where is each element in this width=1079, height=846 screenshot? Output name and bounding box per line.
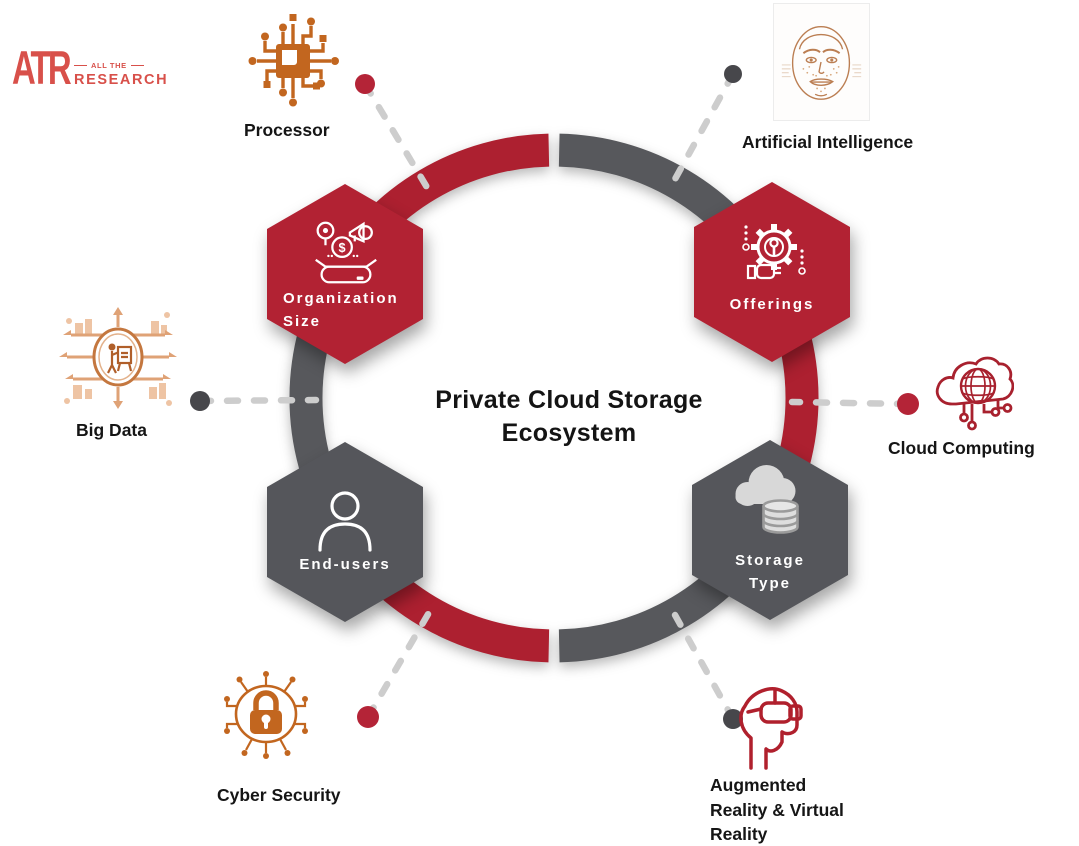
hexagon-end-users: End-users bbox=[267, 442, 423, 622]
diagram-title-line2: Ecosystem bbox=[501, 419, 637, 447]
processor-chip-icon bbox=[248, 14, 339, 107]
gear-wrench-hand-icon bbox=[742, 224, 806, 280]
hexagon-organization-size-shape: $ Organization Size bbox=[267, 184, 423, 364]
hexagon-offerings: Offerings bbox=[694, 182, 850, 362]
hexagon-organization-size: $ Organization Size bbox=[267, 184, 423, 364]
logo-dash-left bbox=[74, 65, 87, 66]
connector-lines bbox=[196, 70, 912, 723]
cloud-database-icon bbox=[735, 465, 799, 534]
logo-tagline-bottom: RESEARCH bbox=[74, 72, 169, 88]
connector-dots bbox=[190, 65, 919, 729]
cyber-security-dot bbox=[357, 706, 379, 728]
hexagon-organization-size-label: Organization Size bbox=[283, 290, 399, 330]
hexagon-storage-type-label: Storage Type bbox=[735, 552, 805, 592]
cloud-computing-dot bbox=[897, 393, 919, 415]
artificial-intelligence-dot bbox=[724, 65, 742, 83]
ar-vr-headset-icon bbox=[739, 687, 803, 770]
commerce-package-icon: $ bbox=[315, 221, 377, 284]
connector-artificial-intelligence bbox=[665, 70, 737, 194]
big-data-dot bbox=[190, 391, 210, 411]
artificial-intelligence-label: Artificial Intelligence bbox=[742, 132, 914, 152]
connector-big-data bbox=[196, 396, 320, 405]
hexagon-offerings-shape: Offerings bbox=[694, 182, 850, 362]
ar-vr-dot bbox=[723, 709, 743, 729]
big-data-icon bbox=[59, 307, 177, 409]
hexagon-end-users-label: End-users bbox=[299, 556, 391, 573]
big-data-label: Big Data bbox=[76, 420, 147, 440]
svg-text:$: $ bbox=[339, 241, 346, 255]
connector-cloud-computing bbox=[788, 398, 912, 408]
ar-vr-label: Augmented Reality & Virtual Reality bbox=[710, 775, 844, 844]
connector-cyber-security bbox=[364, 600, 438, 721]
diagram-title: Private Cloud Storage Ecosystem bbox=[394, 384, 744, 450]
hexagon-storage-type-shape: Storage Type bbox=[692, 440, 848, 620]
connector-processor bbox=[361, 80, 435, 198]
logo-wordmark: ALL THE RESEARCH bbox=[74, 61, 168, 88]
logo-monogram: ATR bbox=[12, 41, 72, 94]
processor-label: Processor bbox=[244, 120, 330, 140]
hexagon-storage-type: Storage Type bbox=[692, 440, 848, 620]
logo-dash-right bbox=[130, 65, 144, 66]
hexagon-end-users-shape: End-users bbox=[267, 442, 423, 622]
hexagon-offerings-label: Offerings bbox=[729, 296, 815, 313]
user-icon bbox=[318, 491, 372, 552]
ai-face-icon bbox=[773, 3, 870, 121]
diagram-title-line1: Private Cloud Storage bbox=[435, 386, 703, 414]
cyber-security-label: Cyber Security bbox=[217, 785, 341, 805]
cloud-computing-label: Cloud Computing bbox=[888, 438, 1035, 458]
allthe-research-logo: ATR ALL THE RESEARCH bbox=[12, 44, 182, 110]
connector-ar-vr bbox=[666, 602, 737, 723]
processor-dot bbox=[355, 74, 375, 94]
logo-tagline-top: ALL THE bbox=[91, 61, 127, 70]
cloud-computing-icon bbox=[935, 356, 1014, 431]
cyber-security-lock-icon bbox=[224, 671, 308, 759]
